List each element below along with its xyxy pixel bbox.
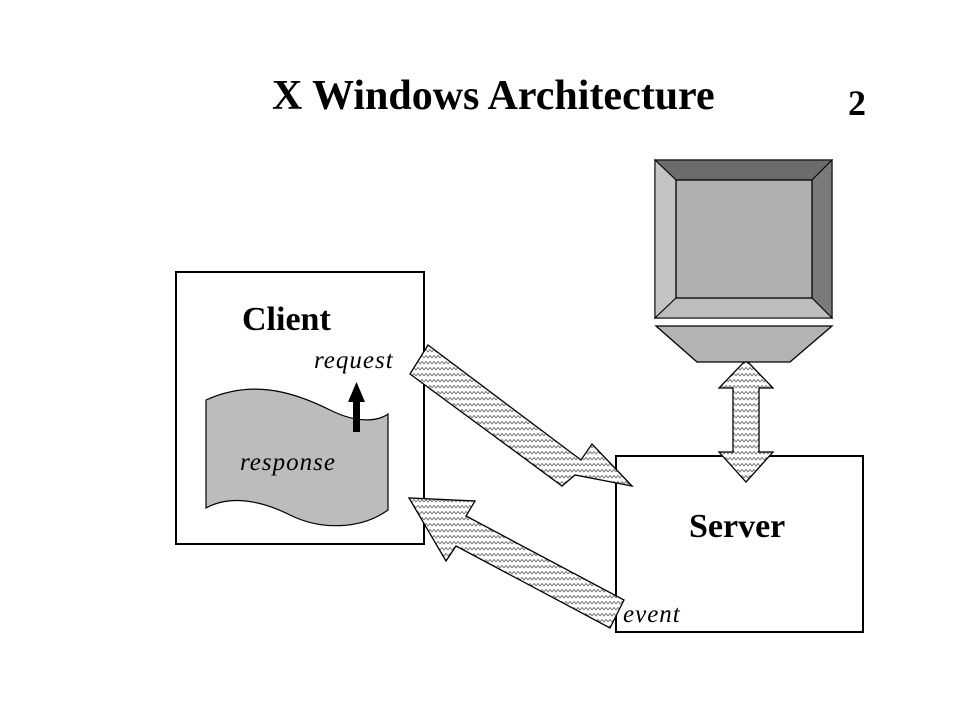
request-arrow [409, 344, 634, 488]
server-box [615, 455, 864, 633]
monitor-icon [653, 158, 834, 363]
server-label: Server [689, 508, 785, 545]
slide-number: 2 [848, 83, 866, 123]
up-arrow-icon [348, 382, 365, 432]
slide-title: X Windows Architecture [272, 73, 715, 119]
event-arrow [407, 497, 625, 629]
event-label: event [623, 601, 681, 628]
client-label: Client [242, 301, 331, 338]
request-label: request [314, 347, 394, 374]
response-document [205, 388, 389, 527]
double-arrow [717, 359, 775, 483]
response-label: response [240, 449, 336, 476]
